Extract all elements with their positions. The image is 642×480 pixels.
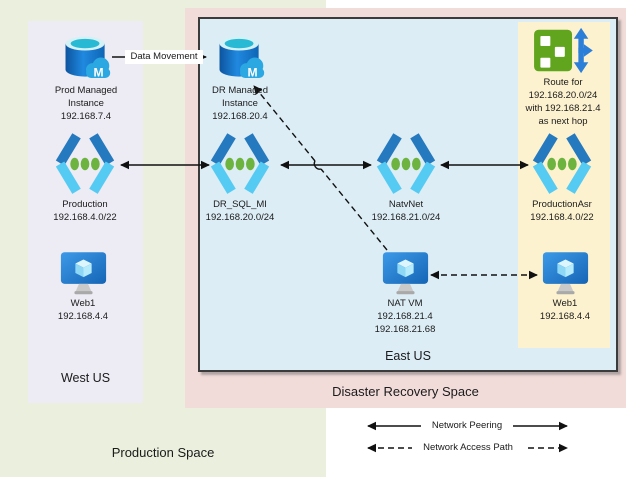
data-movement-label: Data Movement: [125, 50, 203, 64]
legend-network-peering-label: Network Peering: [421, 419, 513, 432]
virtual-machine-icon: [382, 251, 429, 295]
node-label: DR Managed: [212, 85, 268, 96]
virtual-network-icon: [208, 132, 272, 196]
node-route-table: Route for 192.168.20.0/24 with 192.168.2…: [503, 27, 623, 128]
node-label: Instance: [222, 98, 258, 109]
node-dr-managed-instance: DR Managed Instance 192.168.20.4: [180, 33, 300, 123]
virtual-network-icon: [53, 132, 117, 196]
node-ip: 192.168.4.4: [57, 311, 109, 322]
node-ip: 192.168.21.0/24: [371, 212, 441, 223]
node-label: Route for: [543, 77, 583, 88]
node-label: NatvNet: [388, 199, 424, 210]
node-label: Web1: [552, 298, 578, 309]
node-vnet-production: Production 192.168.4.0/22: [25, 132, 145, 224]
node-nat-vm: NAT VM 192.168.21.4 192.168.21.68: [345, 251, 465, 336]
node-ip: 192.168.4.0/22: [530, 212, 594, 223]
west-us-region: West US: [28, 21, 143, 403]
node-label: with 192.168.21.4: [525, 103, 601, 114]
node-label: Instance: [68, 98, 104, 109]
node-label: DR_SQL_MI: [213, 199, 267, 210]
node-ip: 192.168.7.4: [60, 111, 112, 122]
node-ip: 192.168.4.4: [539, 311, 591, 322]
virtual-machine-icon: [542, 251, 589, 295]
node-ip: 192.168.21.68: [374, 324, 436, 335]
production-space-label: Production Space: [111, 445, 215, 460]
node-vnet-natvnet: NatvNet 192.168.21.0/24: [346, 132, 466, 224]
node-prod-managed-instance: Prod Managed Instance 192.168.7.4: [26, 33, 146, 123]
node-label: 192.168.20.0/24: [528, 90, 598, 101]
managed-instance-icon: [213, 33, 267, 82]
node-label: ProductionAsr: [532, 199, 592, 210]
virtual-machine-icon: [60, 251, 107, 295]
route-table-icon: [533, 27, 593, 74]
node-label: Prod Managed: [54, 85, 118, 96]
node-ip: 192.168.20.4: [212, 111, 268, 122]
node-ip: 192.168.21.4: [377, 311, 433, 322]
virtual-network-icon: [374, 132, 438, 196]
managed-instance-icon: [59, 33, 113, 82]
west-us-label: West US: [60, 371, 111, 385]
legend-network-access-path-label: Network Access Path: [412, 441, 524, 454]
node-ip: 192.168.20.0/24: [205, 212, 275, 223]
node-vnet-production-asr: ProductionAsr 192.168.4.0/22: [502, 132, 622, 224]
disaster-recovery-space-label: Disaster Recovery Space: [332, 384, 479, 399]
east-us-label: East US: [385, 349, 431, 363]
node-label: NAT VM: [387, 298, 423, 309]
node-web1-west: Web1 192.168.4.4: [23, 251, 143, 323]
virtual-network-icon: [530, 132, 594, 196]
node-ip: 192.168.4.0/22: [53, 212, 117, 223]
node-web1-east: Web1 192.168.4.4: [505, 251, 625, 323]
node-label: Web1: [70, 298, 96, 309]
node-label: as next hop: [538, 116, 588, 127]
node-label: Production: [62, 199, 108, 210]
node-vnet-dr-sql-mi: DR_SQL_MI 192.168.20.0/24: [180, 132, 300, 224]
